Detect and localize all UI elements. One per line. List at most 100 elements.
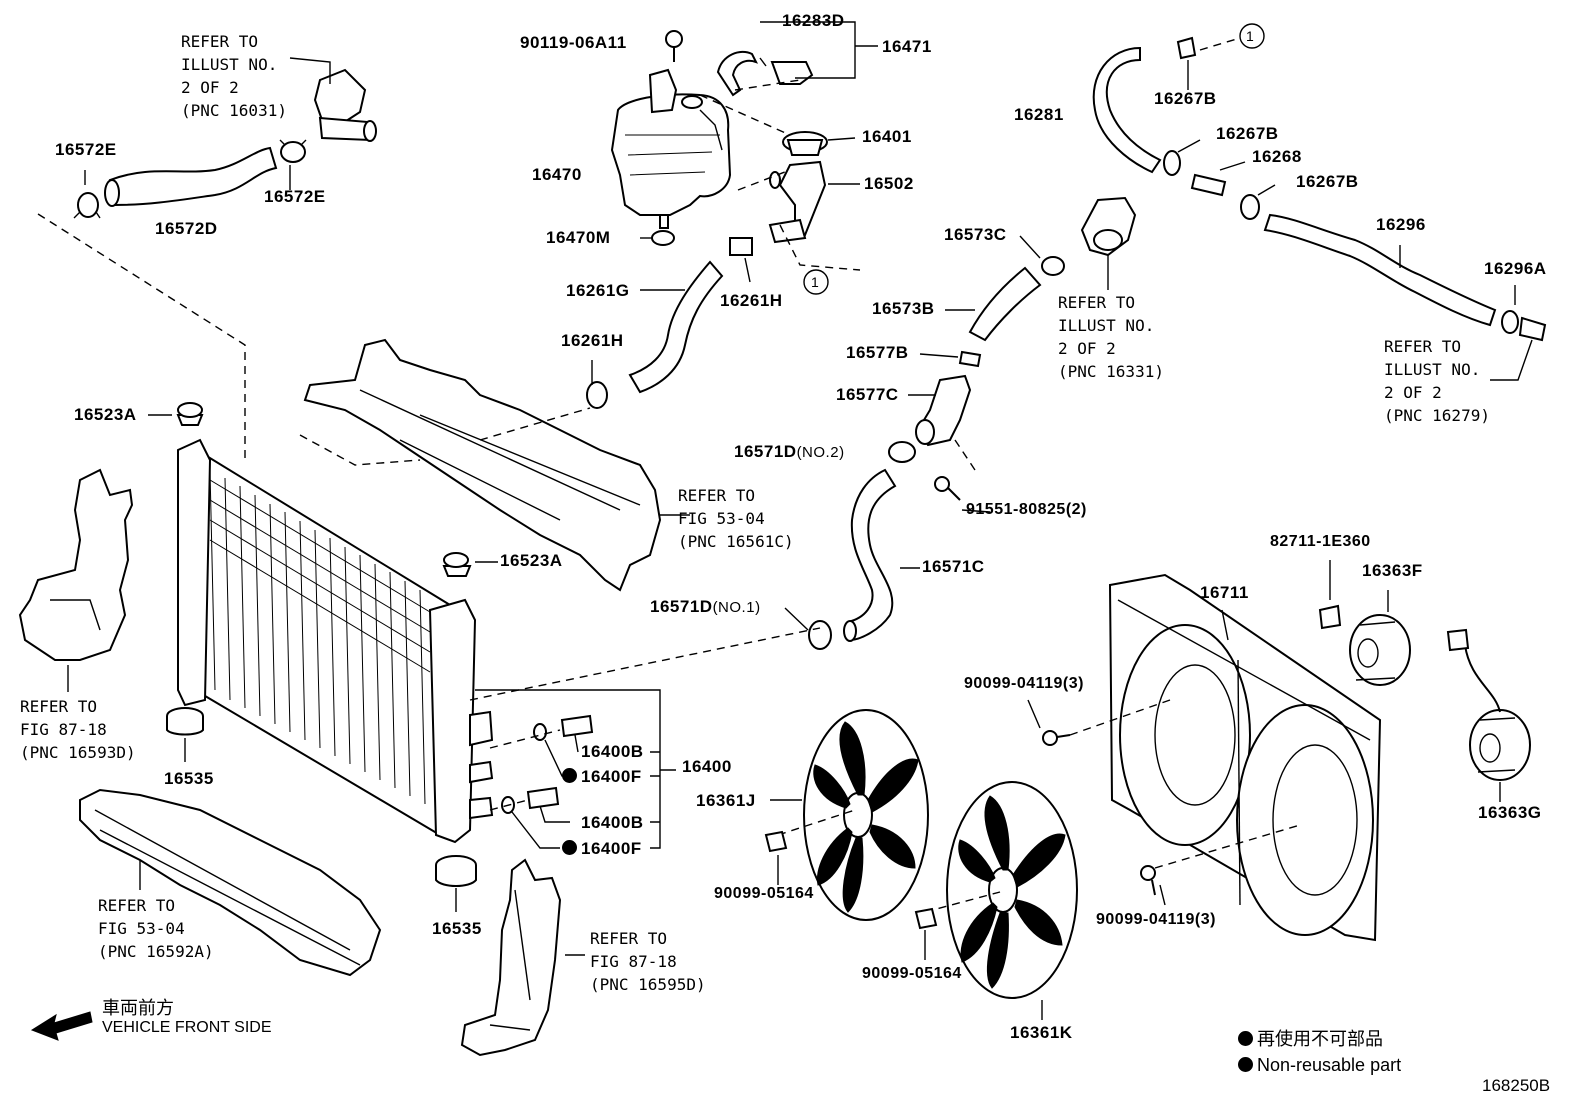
legend-dot <box>1238 1031 1253 1046</box>
motor-16363g <box>1446 628 1531 781</box>
cap-16401 <box>782 131 828 156</box>
label-16471: 16471 <box>882 37 932 56</box>
ref-16592a: REFER TO FIG 53-04 (PNC 16592A) <box>98 896 214 961</box>
label-16400: 16400 <box>682 757 732 776</box>
label-90099-04119-top: 90099-04119(3) <box>964 675 1084 692</box>
label-16571d-no2-note: (NO.2) <box>796 444 845 461</box>
drain-cock-16400b-bottom <box>526 786 560 810</box>
label-16572d: 16572D <box>155 219 218 238</box>
label-16296a: 16296A <box>1484 259 1547 278</box>
bolt-90119 <box>665 30 683 62</box>
label-16577c: 16577C <box>836 385 899 404</box>
ref-circle-1-mid <box>803 269 829 295</box>
ref-16279: REFER TO ILLUST NO. 2 OF 2 (PNC 16279) <box>1384 337 1490 425</box>
label-16261h-bottom: 16261H <box>561 331 624 350</box>
label-16573b: 16573B <box>872 299 935 318</box>
ref-16331: REFER TO ILLUST NO. 2 OF 2 (PNC 16331) <box>1058 293 1164 381</box>
label-16571d-no2-pn: 16571D <box>734 442 797 461</box>
hose-16281 <box>1092 46 1162 174</box>
label-16268: 16268 <box>1252 147 1302 166</box>
clamp-16261h-top <box>729 237 753 256</box>
bolt-90099-04119-bottom <box>1140 865 1156 896</box>
sensor-16577b <box>958 350 982 368</box>
bolt-90099-04119-top <box>1042 730 1071 746</box>
label-16400f-top-pn: 16400F <box>581 767 642 786</box>
cap-16535-bottom <box>435 855 477 887</box>
clip-82711-1e360 <box>1318 604 1342 630</box>
ref-16561c: REFER TO FIG 53-04 (PNC 16561C) <box>678 486 794 551</box>
label-16502: 16502 <box>864 174 914 193</box>
clamp-16267b-low <box>1240 194 1260 220</box>
motor-16363f <box>1349 614 1411 686</box>
shroud-16711 <box>1108 573 1382 942</box>
label-16535-bottom: 16535 <box>432 919 482 938</box>
clamp-16572e-left <box>73 192 101 219</box>
front-side-jp: 車両前方 <box>102 998 174 1018</box>
label-16283d: 16283D <box>782 11 845 30</box>
label-16571d-no1-pn: 16571D <box>650 597 713 616</box>
fan-16361k <box>946 781 1078 999</box>
label-16400f-bottom: 16400F <box>562 840 642 857</box>
hose-16573b <box>968 266 1042 342</box>
label-90099-05164-right: 90099-05164 <box>862 965 962 982</box>
label-90099-05164-left: 90099-05164 <box>714 885 814 902</box>
seal-16595d <box>460 858 562 1057</box>
legend-en: Non-reusable part <box>1238 1056 1401 1074</box>
joint-16577c <box>915 374 972 447</box>
hose-16572d <box>104 146 278 207</box>
ref-16595d: REFER TO FIG 87-18 (PNC 16595D) <box>590 929 706 994</box>
label-16571d-no1: 16571D(NO.1) <box>650 598 761 615</box>
clamp-16261h-bottom <box>586 381 608 409</box>
hose-16571c <box>843 468 897 642</box>
clamp-16296a <box>1501 310 1519 334</box>
nut-90099-05164-left <box>764 830 788 853</box>
label-82711: 82711-1E360 <box>1270 533 1371 550</box>
ref-circle-1-top-text: 1 <box>1246 28 1254 44</box>
label-16470: 16470 <box>532 165 582 184</box>
label-16571d-no1-note: (NO.1) <box>712 599 761 616</box>
label-16572e-right: 16572E <box>264 187 326 206</box>
ref-16593d: REFER TO FIG 87-18 (PNC 16593D) <box>20 697 136 762</box>
reservoir-tank-16470 <box>610 68 732 229</box>
label-16261h-top: 16261H <box>720 291 783 310</box>
label-16711: 16711 <box>1200 583 1249 602</box>
label-91551: 91551-80825(2) <box>966 501 1087 518</box>
bolt-91551 <box>934 476 961 501</box>
clamp-16267b-top <box>1176 36 1197 60</box>
clamp-16571d-no1 <box>808 620 832 650</box>
label-90099-04119-bottom: 90099-04119(3) <box>1096 911 1216 928</box>
sensor-16471 <box>759 57 814 85</box>
seal-16592a <box>79 788 382 977</box>
label-16571c: 16571C <box>922 557 985 576</box>
drain-cock-16400b-top <box>560 714 594 738</box>
label-16361j: 16361J <box>696 791 756 810</box>
label-16261g: 16261G <box>566 281 630 300</box>
ref-circle-1-top <box>1239 23 1265 49</box>
seal-16593d <box>18 468 134 661</box>
label-16281: 16281 <box>1014 105 1064 124</box>
label-16523a-mid: 16523A <box>500 551 563 570</box>
legend-dot <box>1238 1057 1253 1072</box>
clamp-16571d-no2 <box>888 441 916 463</box>
grommet-16470m <box>651 230 675 246</box>
nut-90099-05164-right <box>914 907 938 930</box>
label-16572e-left: 16572E <box>55 140 117 159</box>
label-16363g: 16363G <box>1478 803 1542 822</box>
label-16267b-low: 16267B <box>1296 172 1359 191</box>
label-16361k: 16361K <box>1010 1023 1073 1042</box>
legend-en-text: Non-reusable part <box>1257 1055 1402 1075</box>
hose-16283d <box>716 50 759 97</box>
label-16571d-no2: 16571D(NO.2) <box>734 443 845 460</box>
cap-16535-left <box>166 707 204 736</box>
figure-id: 168250B <box>1482 1076 1551 1095</box>
label-16535-left: 16535 <box>164 769 214 788</box>
label-16400b-top: 16400B <box>581 742 644 761</box>
label-16470m: 16470M <box>546 228 611 247</box>
front-arrow <box>30 1011 93 1041</box>
fan-16361j <box>803 709 929 921</box>
label-16400b-bottom: 16400B <box>581 813 644 832</box>
hose-16261g <box>628 260 724 394</box>
oring-16400f-top <box>533 723 547 741</box>
